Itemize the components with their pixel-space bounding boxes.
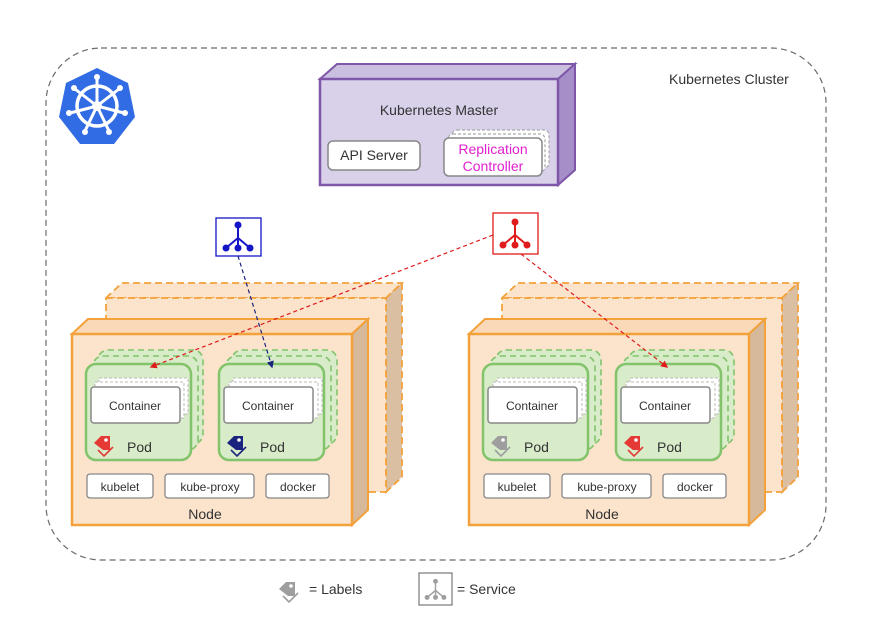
- container-label: Container: [109, 399, 161, 413]
- service-red-connector-right: [520, 253, 669, 368]
- node-left-label: Node: [188, 506, 222, 522]
- docker-box: [265, 473, 330, 499]
- pod-left-1: Container Pod: [84, 349, 204, 462]
- container-box: [223, 386, 314, 424]
- api-server-box: [327, 140, 421, 171]
- cluster-label: Kubernetes Cluster: [669, 71, 789, 87]
- node-right-label: Node: [585, 506, 619, 522]
- kubelet-label: kubelet: [498, 480, 537, 494]
- node-right: Node Container Pod Container Pod kub: [466, 280, 801, 528]
- kube-proxy-label: kube-proxy: [577, 480, 636, 494]
- container-label: Container: [506, 399, 558, 413]
- kubelet-label: kubelet: [101, 480, 140, 494]
- api-server-label: API Server: [340, 147, 408, 163]
- service-red: [492, 212, 539, 255]
- container-box: [620, 386, 711, 424]
- docker-box: [662, 473, 727, 499]
- legend: = Labels = Service: [278, 572, 516, 606]
- kubernetes-master: Kubernetes Master API Server Replication…: [317, 61, 578, 188]
- kubelet-box: [86, 473, 154, 499]
- service-blue: [215, 217, 262, 257]
- kubelet-box: [483, 473, 551, 499]
- replication-controller-line2: Controller: [463, 158, 524, 174]
- kube-proxy-box: [164, 473, 255, 499]
- legend-labels-text: = Labels: [309, 581, 362, 597]
- container-label: Container: [242, 399, 294, 413]
- replication-controller-line1: Replication: [458, 141, 527, 157]
- labels-legend-tag-icon: [278, 581, 299, 603]
- container-box: [90, 386, 181, 424]
- node-left: Node Container Pod Container Pod: [69, 280, 405, 528]
- service-blue-connector: [237, 255, 274, 369]
- pod-left-2: Container Pod: [217, 349, 338, 462]
- master-title: Kubernetes Master: [380, 102, 499, 118]
- container-box: [487, 386, 578, 424]
- cluster-boundary: [45, 47, 827, 561]
- pod-label: Pod: [657, 439, 682, 455]
- docker-label: docker: [280, 480, 316, 494]
- kube-proxy-box: [561, 473, 652, 499]
- docker-label: docker: [677, 480, 713, 494]
- pod-right-1: Container Pod: [481, 349, 602, 462]
- container-label: Container: [639, 399, 691, 413]
- kubernetes-logo-icon: [59, 68, 135, 144]
- pod-right-2: Container Pod: [614, 349, 735, 462]
- kube-proxy-label: kube-proxy: [180, 480, 239, 494]
- service-red-connector-left: [149, 234, 494, 369]
- pod-label: Pod: [127, 439, 152, 455]
- replication-controller-box: [443, 137, 543, 177]
- legend-service-text: = Service: [457, 581, 516, 597]
- pod-label: Pod: [260, 439, 285, 455]
- pod-label: Pod: [524, 439, 549, 455]
